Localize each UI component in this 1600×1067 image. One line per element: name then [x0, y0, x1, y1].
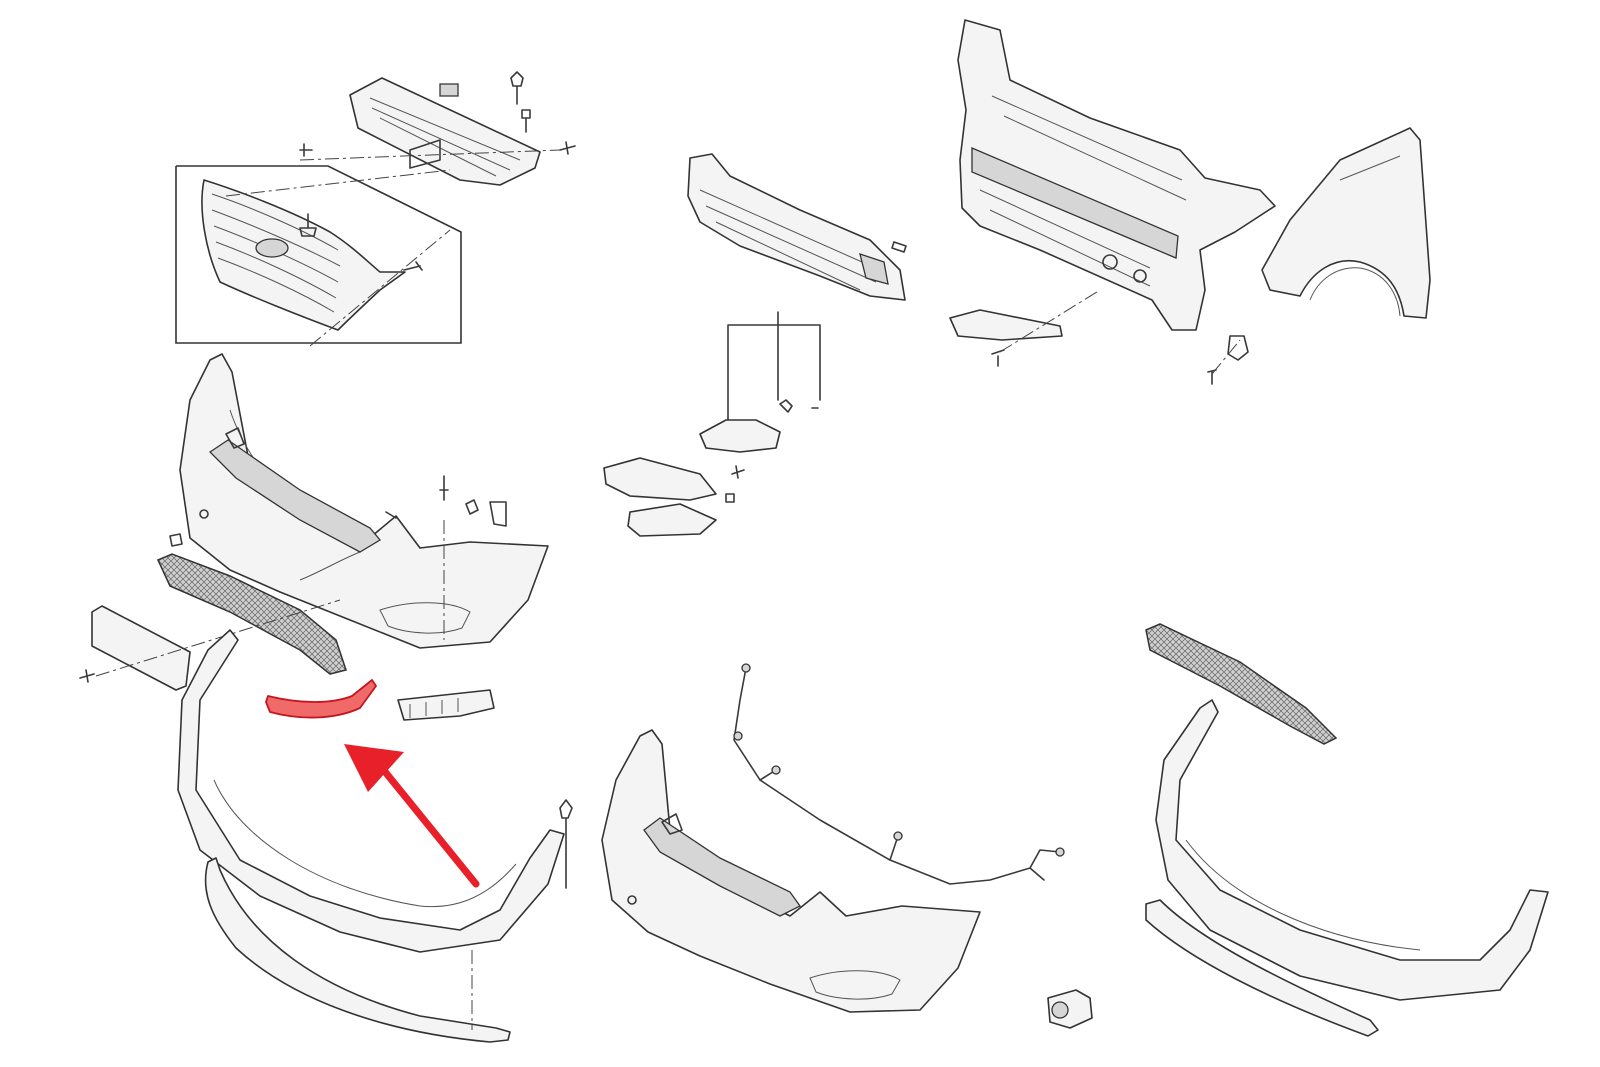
- front-bumper-impact-absorber[interactable]: [687, 153, 907, 301]
- lower-skirt-strip[interactable]: [204, 857, 511, 1043]
- lower-grille-variant[interactable]: [1145, 623, 1338, 745]
- cover-fasteners: [510, 71, 576, 155]
- grille-detail-box: [175, 165, 462, 344]
- bumper-wiring-harness[interactable]: [733, 663, 1065, 885]
- bumper-cover-variant[interactable]: [601, 729, 981, 1013]
- bumper-bracket[interactable]: [397, 689, 495, 721]
- fog-lamp-bezel[interactable]: [603, 457, 745, 537]
- support-bracket: [949, 309, 1063, 341]
- upper-grille-opening: [208, 439, 381, 553]
- radiator-grille[interactable]: [175, 143, 462, 344]
- fog-lamp-callout-lines: [727, 311, 821, 421]
- highlight-arrow-icon: [344, 744, 480, 888]
- license-plate-bracket[interactable]: [79, 605, 191, 691]
- lower-grille[interactable]: [156, 553, 347, 675]
- grille-emblem-icon: [255, 238, 289, 258]
- front-fender[interactable]: [1261, 127, 1431, 319]
- bumper-fasteners: [169, 475, 507, 547]
- lower-bumper-skirt[interactable]: [177, 629, 573, 953]
- clip-icon: [439, 83, 459, 97]
- parking-sensor[interactable]: [1047, 989, 1093, 1029]
- radiator-support-panel[interactable]: [949, 19, 1276, 385]
- lower-skirt-variant[interactable]: [1145, 699, 1549, 1037]
- front-bumper-lower-left-trim[interactable]: [265, 679, 377, 719]
- fog-lamp-assembly[interactable]: [699, 399, 819, 453]
- front-bumper-cover[interactable]: [179, 353, 549, 649]
- grille-upper-cover[interactable]: [349, 77, 541, 186]
